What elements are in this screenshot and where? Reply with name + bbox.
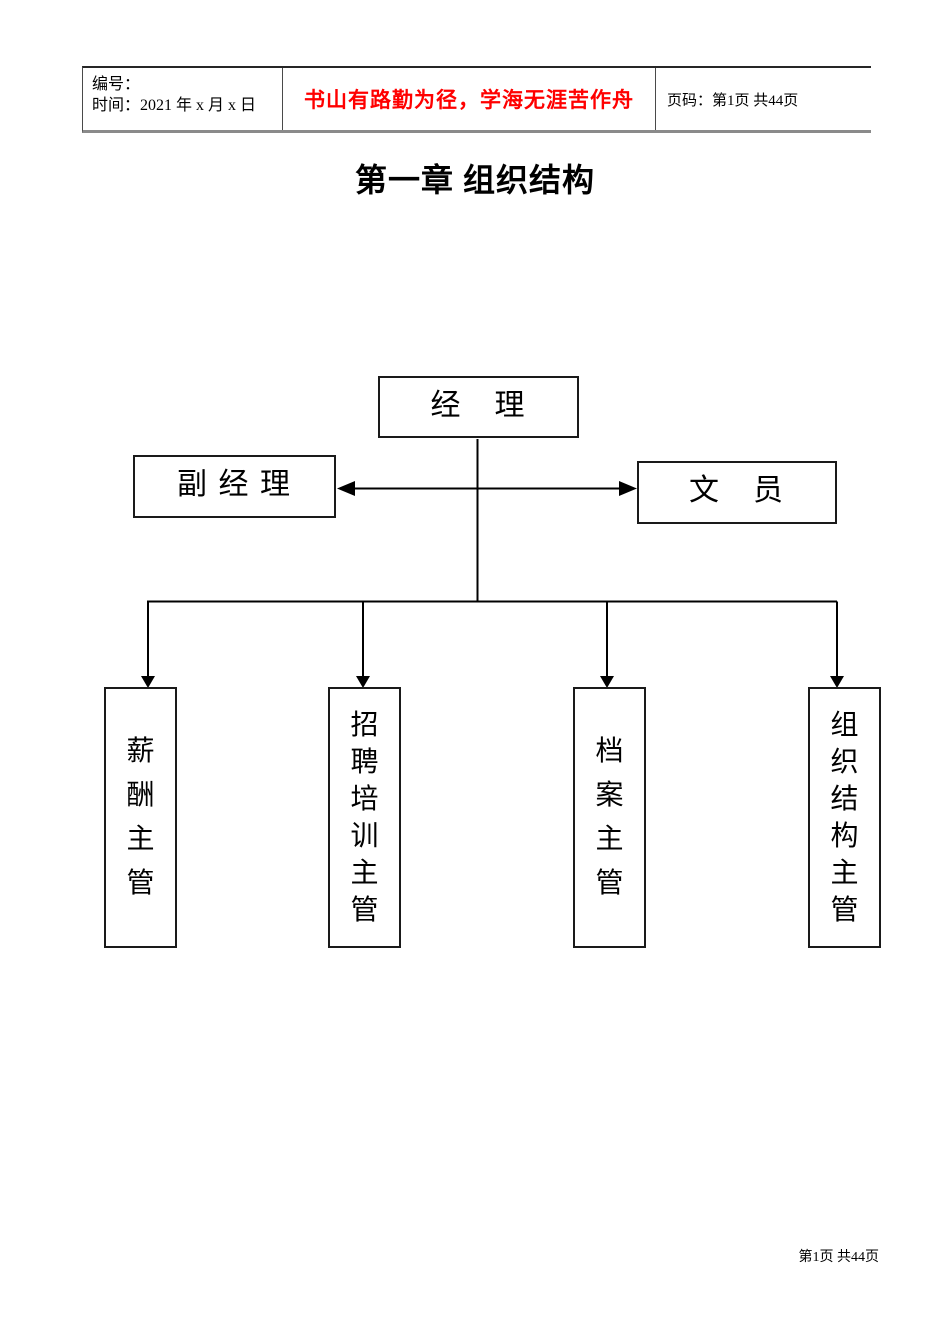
org-chart-connector-lines [141,439,844,688]
header-page-code: 页码：第1页 共44页 [667,92,799,109]
header-number-label: 编号： [92,76,141,93]
header-cell-number-date: 编号： 时间：2021 年 x 月 x 日 [83,68,283,130]
org-node-compensation-supervisor: 薪酬主管 [104,687,177,948]
org-node-clerk: 文 员 [637,461,837,524]
header-table: 编号： 时间：2021 年 x 月 x 日 书山有路勤为径，学海无涯苦作舟 页码… [82,66,871,133]
header-date-line: 时间：2021 年 x 月 x 日 [92,97,257,114]
org-node-label: 招聘培训主管 [350,709,379,926]
org-node-recruiting-training-supervisor: 招聘培训主管 [328,687,401,948]
org-node-org-structure-supervisor: 组织结构主管 [808,687,881,948]
arrowhead-down-icon [141,676,155,688]
org-node-manager: 经 理 [378,376,579,438]
arrowhead-down-icon [600,676,614,688]
arrowhead-right-icon [619,481,637,496]
footer-page-number: 第1页 共44页 [798,1250,880,1265]
org-node-label: 组织结构主管 [830,709,859,926]
page-title: 第一章 组织结构 [354,162,595,198]
arrowhead-down-icon [356,676,370,688]
header-motto: 书山有路勤为径，学海无涯苦作舟 [283,68,656,130]
arrowhead-left-icon [337,481,355,496]
org-node-label: 薪酬主管 [126,735,155,899]
org-node-archives-supervisor: 档案主管 [573,687,646,948]
org-node-deputy-manager: 副 经 理 [133,455,336,518]
arrowhead-down-icon [830,676,844,688]
org-chart: 经 理 副 经 理 文 员 薪酬主管 招聘培训主管 档案主管 组织结构主管 [104,376,881,948]
org-node-label: 档案主管 [595,735,624,899]
